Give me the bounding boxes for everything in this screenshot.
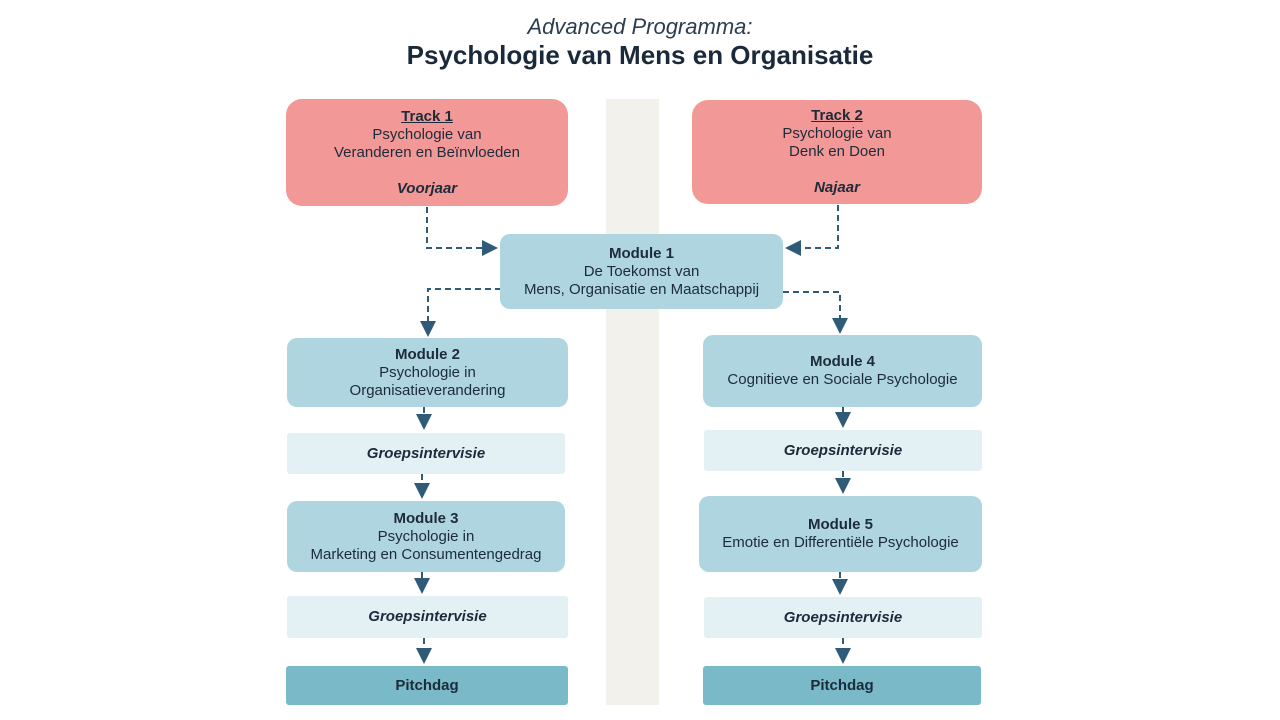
groepsintervisie-label-4: Groepsintervisie (783, 608, 903, 626)
track-2-heading: Track 2 (811, 107, 863, 124)
module-4-box: Module 4 Cognitieve en Sociale Psycholog… (703, 335, 982, 407)
pitchdag-box-1: Pitchdag (286, 666, 568, 705)
module-5-line1: Emotie en Differentiële Psychologie (722, 534, 959, 551)
module-2-heading: Module 2 (394, 345, 460, 363)
arrow-track2-to-module1 (785, 205, 839, 256)
track-1-heading: Track 1 (401, 107, 453, 125)
program-title: Psychologie van Mens en Organisatie (406, 40, 874, 70)
groepsintervisie-box-2: Groepsintervisie (287, 596, 568, 638)
groepsintervisie-label-2: Groepsintervisie (368, 608, 487, 625)
module-3-heading: Module 3 (393, 509, 459, 527)
track-1-box: Track 1 Psychologie van Veranderen en Be… (286, 99, 568, 206)
module-1-box: Module 1 De Toekomst van Mens, Organisat… (500, 234, 783, 309)
track-1-line2: Veranderen en Beïnvloeden (334, 143, 520, 161)
track-2-line2: Denk en Doen (789, 143, 885, 160)
pitchdag-box-2: Pitchdag (703, 666, 981, 705)
groepsintervisie-box-1: Groepsintervisie (287, 433, 565, 474)
module-1-line2: Mens, Organisatie en Maatschappij (523, 280, 760, 298)
module-3-box: Module 3 Psychologie in Marketing en Con… (287, 501, 565, 572)
groepsintervisie-box-4: Groepsintervisie (704, 597, 982, 638)
groepsintervisie-label-1: Groepsintervisie (366, 444, 486, 462)
arrow-module1-to-module4 (783, 291, 848, 334)
program-subtitle: Advanced Programma: (527, 14, 753, 39)
track-2-season: Najaar (814, 179, 860, 196)
module-1-heading: Module 1 (608, 244, 674, 262)
module-2-line1: Psychologie in (379, 363, 476, 381)
module-4-line1: Cognitieve en Sociale Psychologie (727, 371, 958, 388)
module-2-line2: Organisatieverandering (349, 381, 506, 399)
track-2-line1: Psychologie van (782, 125, 892, 142)
groepsintervisie-label-3: Groepsintervisie (783, 441, 903, 459)
module-5-heading: Module 5 (807, 516, 873, 533)
track-2-box: Track 2 Psychologie van Denk en Doen Naj… (692, 100, 982, 204)
module-5-box: Module 5 Emotie en Differentiële Psychol… (699, 496, 982, 572)
module-1-line1: De Toekomst van (583, 262, 700, 280)
module-4-heading: Module 4 (809, 353, 875, 370)
arrow-track1-to-module1 (426, 207, 498, 256)
track-1-season: Voorjaar (396, 179, 458, 197)
pitchdag-label-2: Pitchdag (810, 676, 874, 694)
center-divider (606, 99, 659, 705)
arrow-module1-to-module2 (420, 288, 501, 337)
module-3-line2: Marketing en Consumentengedrag (310, 545, 542, 563)
pitchdag-label-1: Pitchdag (395, 676, 459, 694)
module-3-line1: Psychologie in (377, 527, 475, 545)
track-1-line1: Psychologie van (372, 125, 482, 143)
groepsintervisie-box-3: Groepsintervisie (704, 430, 982, 471)
module-2-box: Module 2 Psychologie in Organisatieveran… (287, 338, 568, 407)
